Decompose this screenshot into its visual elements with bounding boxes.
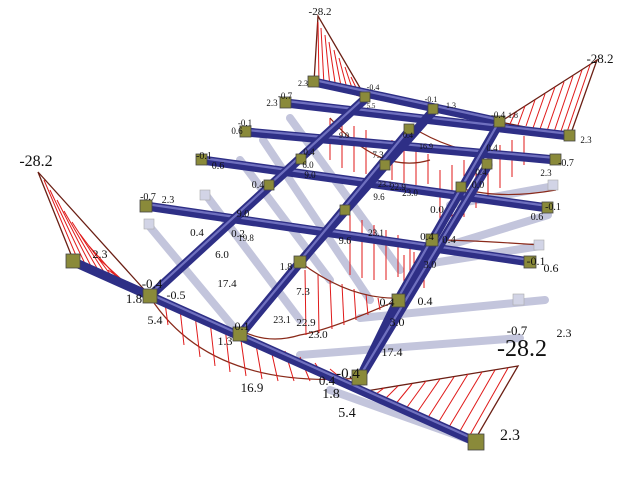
moment-label: -0.7 bbox=[140, 192, 156, 203]
hatch-right-bottom bbox=[371, 367, 509, 436]
moment-label: 0.4 bbox=[190, 227, 204, 239]
moment-label: 23.1 bbox=[378, 180, 392, 189]
moment-label: -0.1 bbox=[527, 254, 546, 268]
moment-label: 1.8 bbox=[280, 262, 293, 273]
moment-label: 0.4 bbox=[486, 143, 498, 153]
moment-label: 0.4 bbox=[319, 373, 336, 388]
moment-label: 0.4 bbox=[252, 180, 265, 191]
moment-label: 2.3 bbox=[500, 427, 520, 444]
hatch-right-top bbox=[509, 64, 591, 136]
moment-label: 0.6 bbox=[231, 126, 243, 136]
moment-label: 22.9 bbox=[296, 317, 316, 329]
moment-label: 16.9 bbox=[241, 380, 264, 395]
moment-label: -0.4 bbox=[491, 110, 506, 120]
moment-label: 1.8 bbox=[126, 291, 142, 306]
moment-label: 0.2 bbox=[231, 228, 245, 240]
moment-label: 0.6 bbox=[531, 212, 544, 223]
moment-label: 16.9 bbox=[419, 142, 433, 151]
moment-label: 6.0 bbox=[215, 249, 229, 261]
moment-label: 0.4 bbox=[420, 231, 434, 243]
moment-label: 5.4 bbox=[148, 313, 163, 327]
moment-label: 0.4 bbox=[475, 167, 487, 177]
moment-label: 23.0 bbox=[402, 188, 418, 198]
beams-x bbox=[141, 77, 575, 447]
moment-label: 0.0 bbox=[430, 204, 444, 216]
moment-label: 0.4 bbox=[380, 295, 395, 309]
moment-label: 0.0 bbox=[472, 180, 485, 191]
moment-label: 3.0 bbox=[424, 260, 437, 271]
moment-label: 9.0 bbox=[237, 209, 250, 220]
moment-label: -28.2 bbox=[19, 153, 52, 170]
moment-label: 9.6 bbox=[373, 192, 385, 202]
moment-label: -0.1 bbox=[196, 151, 212, 162]
moment-label: 7.3 bbox=[372, 150, 384, 160]
moment-label: 22.9 bbox=[390, 182, 406, 192]
moment-label: 0.1 bbox=[235, 319, 250, 333]
moment-label: 9.0 bbox=[339, 131, 349, 140]
moment-label: 1.8 bbox=[508, 111, 518, 120]
beams-y bbox=[69, 93, 505, 383]
moment-label: -0.4 bbox=[142, 276, 163, 291]
moment-label: 5.4 bbox=[338, 406, 356, 421]
moment-label: 1.8 bbox=[322, 387, 340, 402]
moment-label: -28.2 bbox=[586, 51, 613, 66]
moment-label: 1.3 bbox=[218, 334, 233, 348]
moment-label: 23.1 bbox=[273, 315, 291, 326]
moment-label: -0.4 bbox=[336, 366, 360, 382]
hatch-left bbox=[43, 179, 141, 293]
moment-label: 17.4 bbox=[382, 345, 403, 359]
ghost-nodes bbox=[143, 179, 559, 306]
moment-label: 0.4 bbox=[403, 131, 413, 140]
moment-label: 19.8 bbox=[238, 233, 254, 243]
moment-label: -0.1 bbox=[545, 202, 561, 213]
moment-label: -0.5 bbox=[167, 288, 186, 302]
moment-label: -0.7 bbox=[558, 158, 574, 169]
moment-label: -0.7 bbox=[507, 323, 528, 338]
moment-label: 0.4 bbox=[442, 234, 456, 246]
moment-labels: -28.2 -28.2 -28.2 -28.2 2.3 2.3 2.3 2.3 -0.4 -0.4… bbox=[19, 6, 613, 444]
moment-label: -28.2 bbox=[497, 336, 547, 362]
moment-label: 1.3 bbox=[446, 101, 456, 110]
hatch-top bbox=[317, 21, 361, 97]
hatch-mid-span bbox=[304, 269, 381, 336]
moment-label: 0.4 bbox=[303, 147, 315, 157]
moment-label: 2.3 bbox=[298, 79, 308, 88]
moment-label: 5.5 bbox=[367, 102, 376, 110]
moment-label: 2.3 bbox=[580, 135, 592, 145]
joint-nodes bbox=[65, 75, 576, 451]
moment-label: 23.0 bbox=[308, 329, 328, 341]
moment-label: -0.4 bbox=[367, 83, 380, 92]
moment-label: 2.3 bbox=[266, 98, 278, 108]
moment-label: 0.6 bbox=[212, 161, 225, 172]
moment-label: 2.3 bbox=[93, 247, 108, 261]
moment-label: -0.7 bbox=[278, 91, 293, 101]
moment-label: 7.3 bbox=[296, 286, 310, 298]
moment-label: 6.0 bbox=[302, 160, 314, 170]
moment-label: 9.0 bbox=[304, 170, 316, 180]
moment-label: 23.1 bbox=[368, 228, 384, 238]
moment-label: -0.1 bbox=[238, 118, 252, 128]
deflected-shape bbox=[146, 114, 558, 444]
moment-label: 9.6 bbox=[339, 236, 352, 247]
moment-label: -28.2 bbox=[309, 6, 332, 18]
moment-label: -0.1 bbox=[425, 95, 438, 104]
moment-label: 2.3 bbox=[557, 326, 572, 340]
moment-label: 3.0 bbox=[390, 315, 405, 329]
moment-label: 2.3 bbox=[162, 195, 175, 206]
moment-label: 0.4 bbox=[418, 294, 433, 308]
moment-label: 2.3 bbox=[540, 168, 552, 178]
moment-label: 17.4 bbox=[217, 278, 237, 290]
moment-label: 0.6 bbox=[544, 261, 559, 275]
